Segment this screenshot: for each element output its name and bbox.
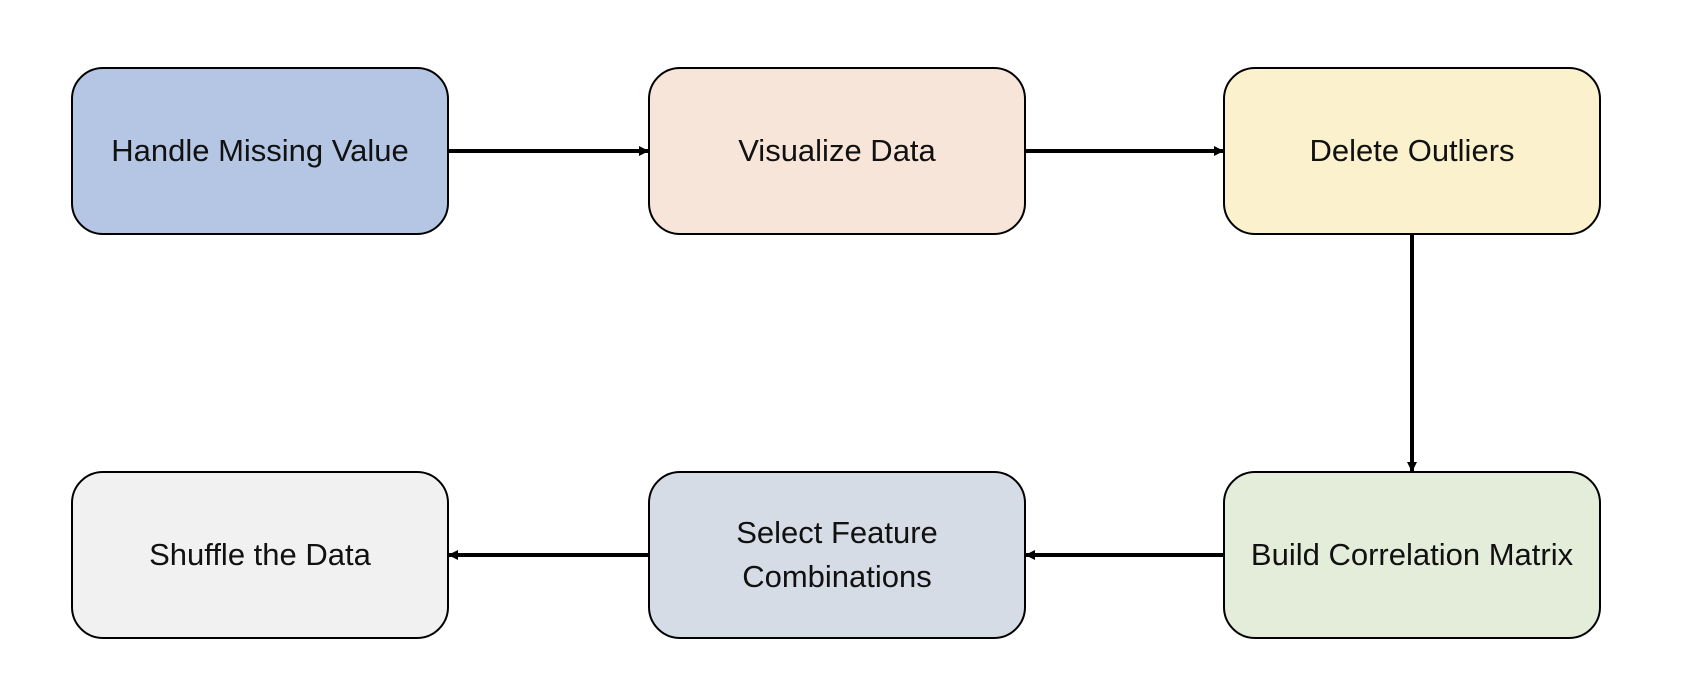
step-handle-missing-value: Handle Missing Value	[71, 67, 449, 235]
step-label: Visualize Data	[738, 133, 936, 168]
step-delete-outliers: Delete Outliers	[1223, 67, 1601, 235]
step-label: Build Correlation Matrix	[1250, 537, 1574, 572]
step-build-correlation-matrix: Build Correlation Matrix	[1223, 471, 1601, 639]
step-select-feature-combinations: Select Feature Combinations	[648, 471, 1026, 639]
step-label: Handle Missing Value	[111, 133, 409, 168]
step-label: Shuffle the Data	[149, 537, 371, 572]
step-label: Select Feature Combinations	[736, 515, 938, 594]
step-label: Delete Outliers	[1309, 133, 1515, 168]
step-shuffle-the-data: Shuffle the Data	[71, 471, 449, 639]
step-visualize-data: Visualize Data	[648, 67, 1026, 235]
